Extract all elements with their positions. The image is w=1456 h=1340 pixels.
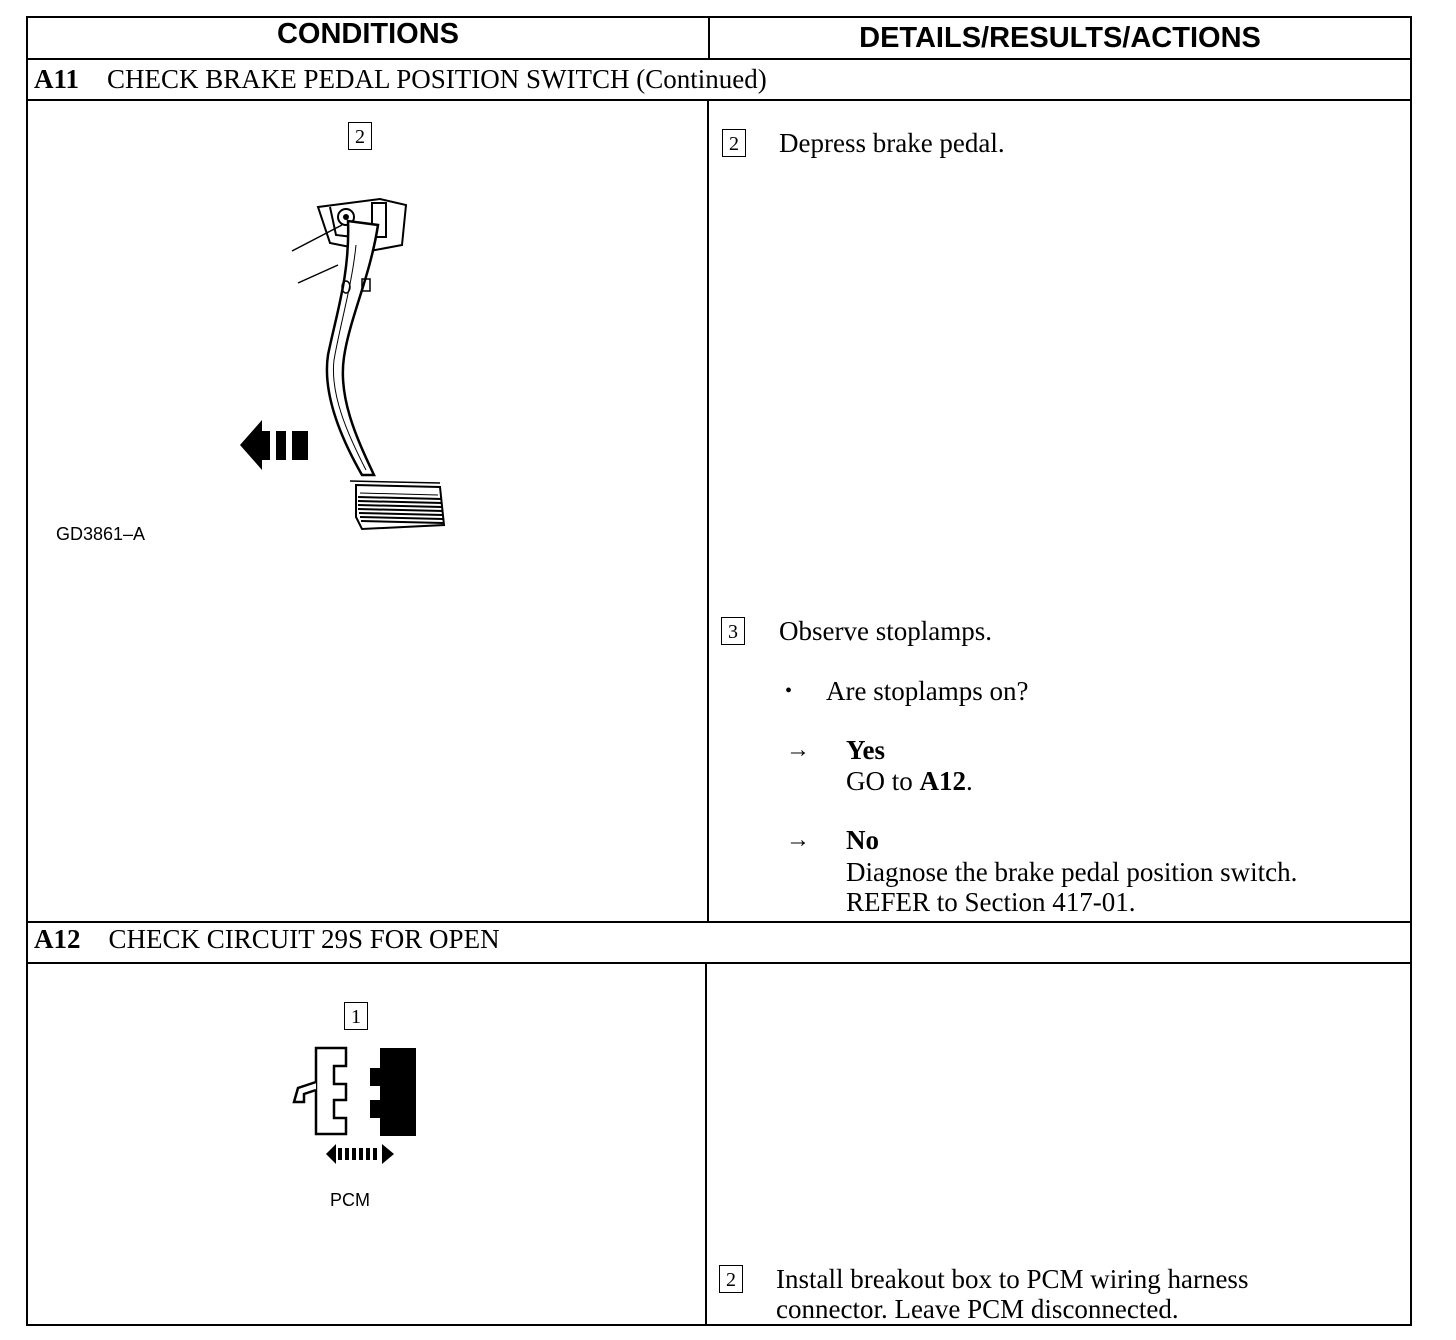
brake-pedal-illustration: [291, 197, 446, 531]
no-action-line-2: REFER to Section 417-01.: [846, 887, 1136, 917]
no-action-line-1: Diagnose the brake pedal position switch…: [846, 857, 1298, 887]
a11-figure-step-box: 2: [348, 122, 372, 150]
yes-action-period: .: [966, 766, 973, 796]
a12-figure-step-box: 1: [344, 1002, 368, 1030]
a11-column-divider: [707, 99, 709, 922]
yes-action-ref: A12: [919, 766, 967, 796]
a11-step-3-text: Observe stoplamps.: [779, 616, 992, 646]
section-a12-code: A12: [34, 924, 81, 954]
a12-step-2-line-1: Install breakout box to PCM wiring harne…: [776, 1264, 1249, 1294]
a11-step-2-text: Depress brake pedal.: [779, 128, 1005, 158]
a11-step-3-box: 3: [721, 617, 745, 645]
a12-step-2-line-2: connector. Leave PCM disconnected.: [776, 1294, 1179, 1324]
a12-step-2-box: 2: [719, 1265, 743, 1293]
header-divider: [26, 58, 1412, 60]
yes-label: Yes: [846, 735, 885, 765]
no-label: No: [846, 825, 879, 855]
pcm-label: PCM: [330, 1190, 370, 1210]
section-a12-divider: [26, 962, 1412, 964]
pcm-connector-illustration: [292, 1046, 416, 1164]
section-a12-text: CHECK CIRCUIT 29S FOR OPEN: [108, 924, 500, 954]
header-column-divider: [708, 16, 710, 59]
a11-figure-id: GD3861–A: [56, 524, 146, 544]
table-frame: [26, 16, 1412, 1326]
details-header: DETAILS/RESULTS/ACTIONS: [859, 22, 1261, 54]
no-arrow-icon: →: [786, 827, 810, 853]
section-a12-top-divider: [26, 921, 1412, 923]
conditions-header: CONDITIONS: [276, 18, 460, 50]
push-direction-arrow-icon: [240, 420, 308, 470]
yes-action-text: GO to: [846, 766, 913, 796]
a11-question: Are stoplamps on?: [826, 676, 1029, 706]
section-a11-text: CHECK BRAKE PEDAL POSITION SWITCH (Conti…: [107, 64, 767, 94]
a11-step-2-box: 2: [722, 129, 746, 157]
yes-arrow-icon: →: [786, 737, 810, 763]
section-a12-title: A12 CHECK CIRCUIT 29S FOR OPEN: [34, 924, 500, 955]
section-a11-divider: [26, 99, 1412, 101]
a12-column-divider: [705, 962, 707, 1326]
yes-action: GO to A12.: [846, 766, 973, 797]
section-a11-code: A11: [34, 64, 80, 94]
bullet-icon: •: [785, 680, 793, 702]
section-a11-title: A11 CHECK BRAKE PEDAL POSITION SWITCH (Co…: [34, 64, 767, 95]
